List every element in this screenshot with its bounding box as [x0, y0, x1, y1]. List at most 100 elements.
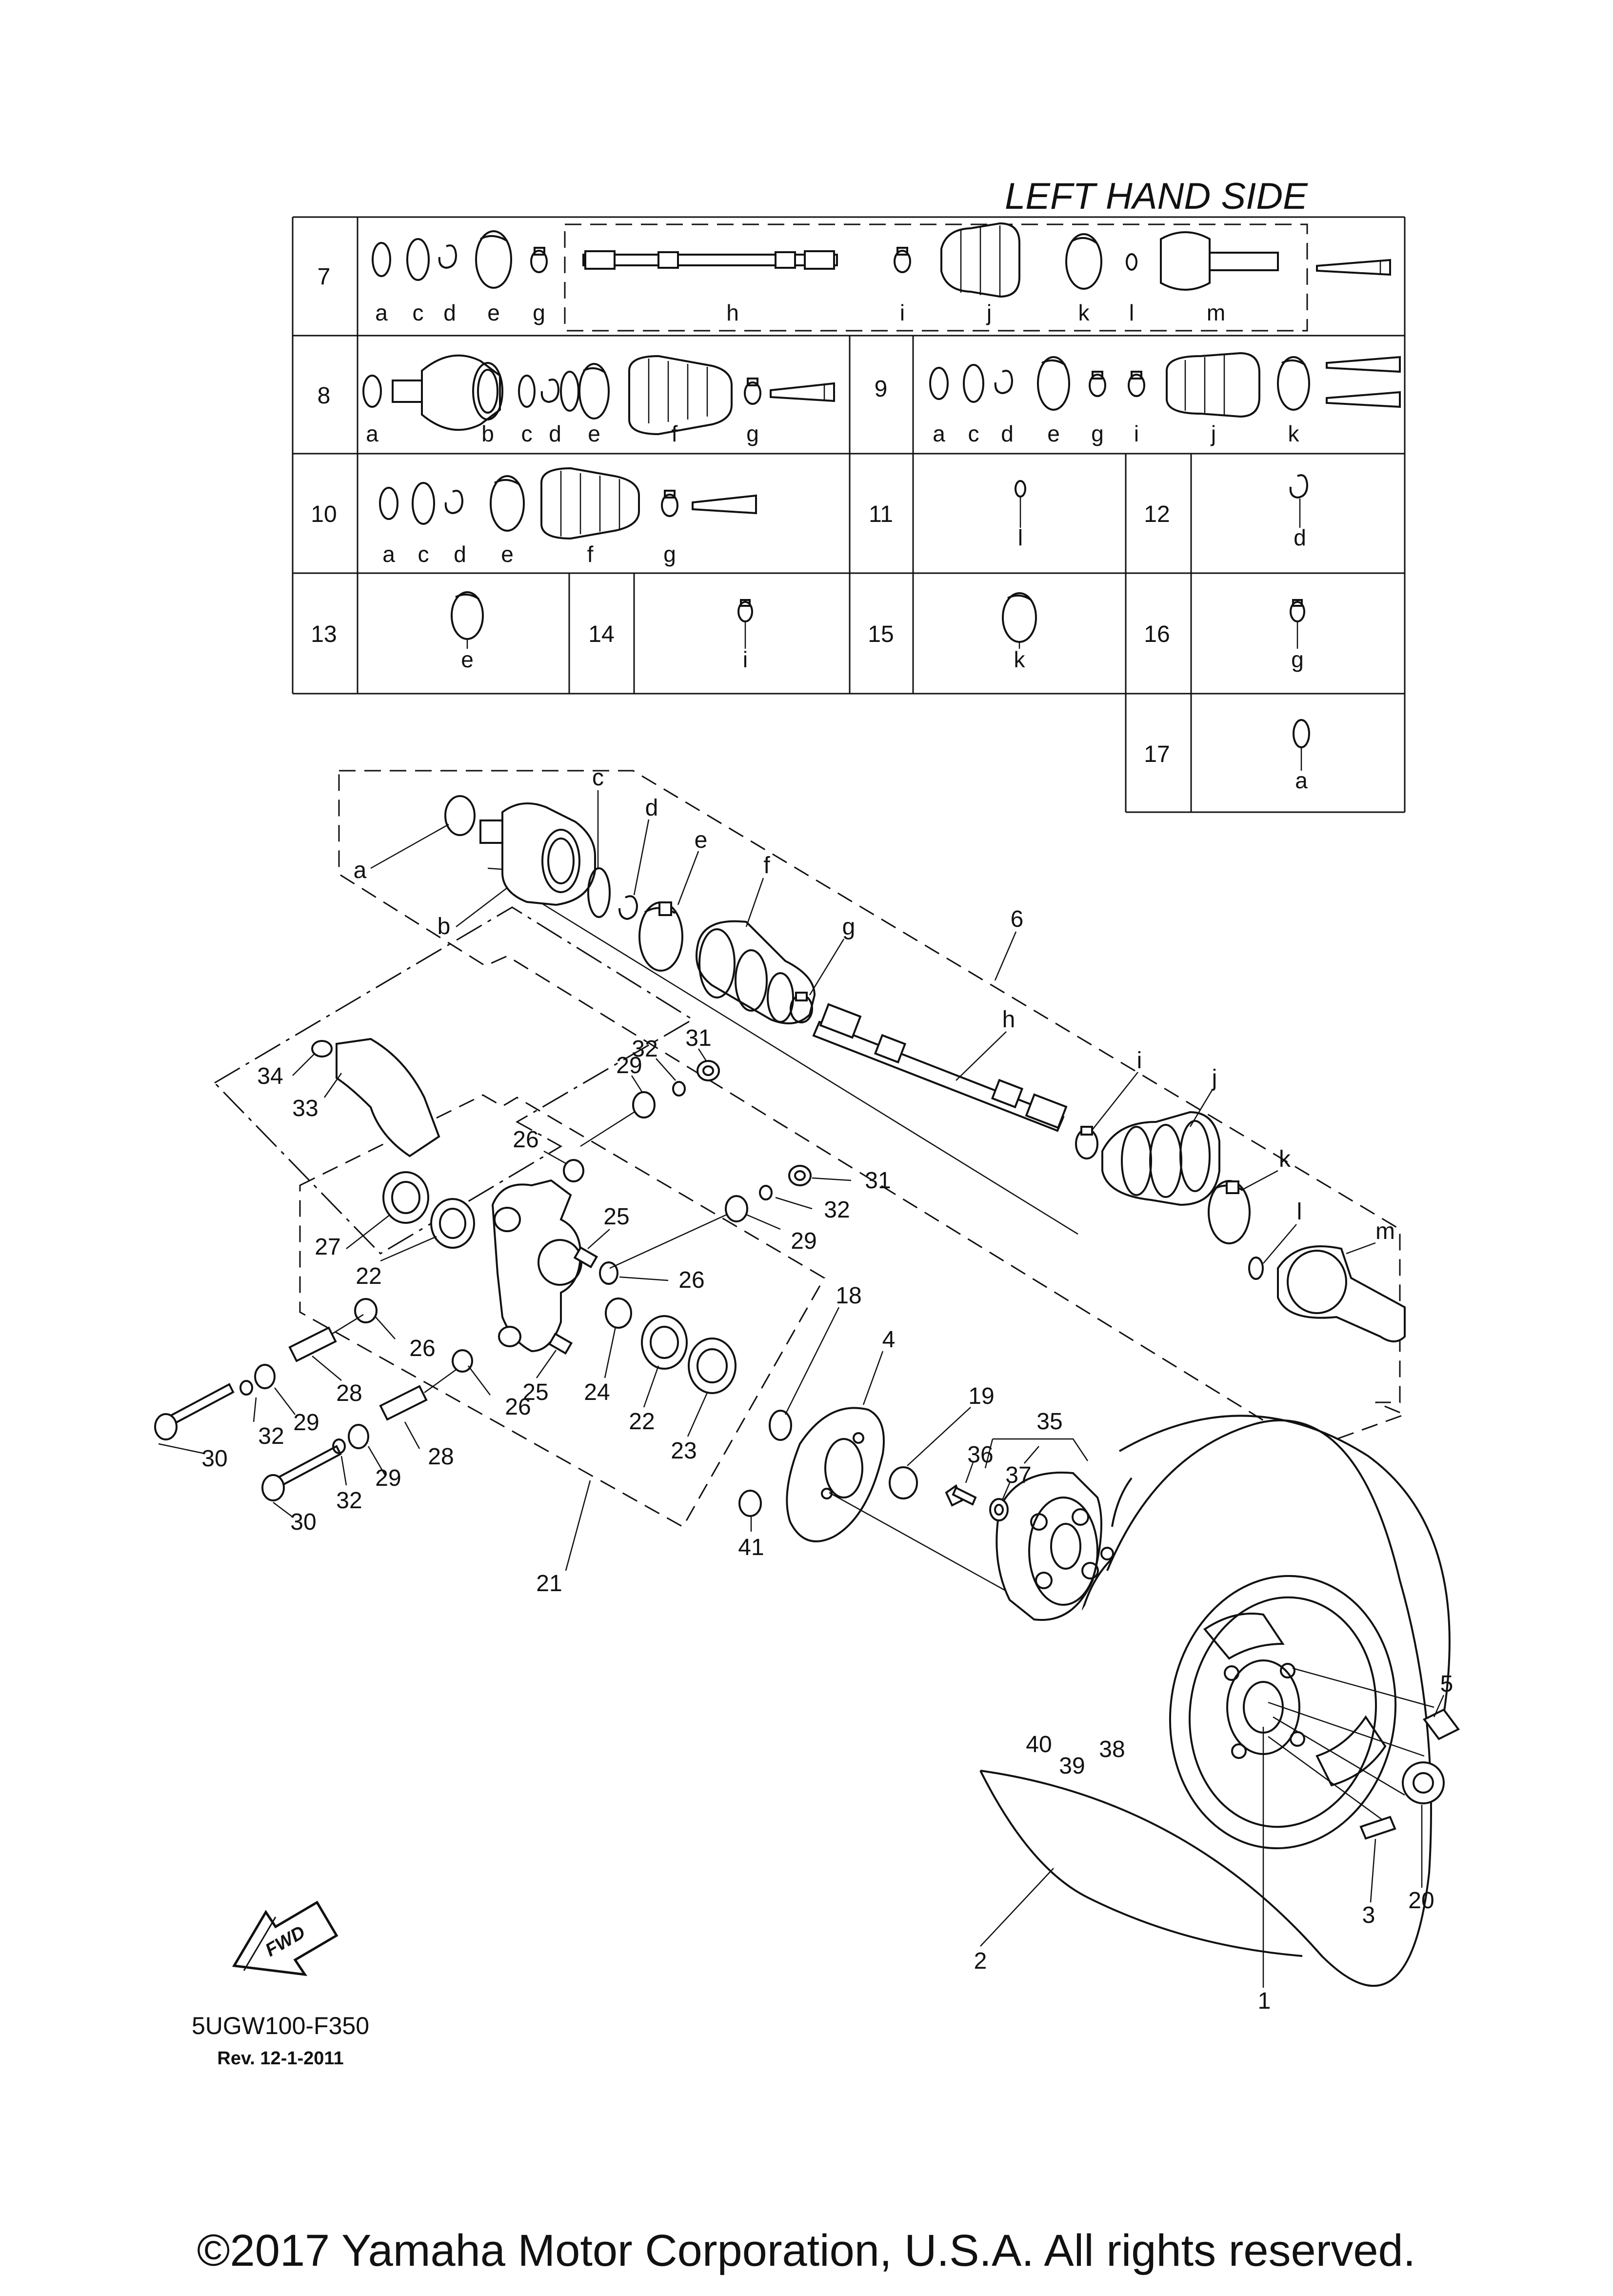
- table-row-8-letter-c: c: [521, 421, 533, 446]
- callout-j: j: [1211, 1065, 1217, 1091]
- callout-h: h: [1002, 1007, 1016, 1033]
- table-row-13-letter-e: e: [461, 647, 474, 672]
- callout-27: 27: [315, 1234, 340, 1260]
- copyright-notice: ©2017 Yamaha Motor Corporation, U.S.A. A…: [197, 2226, 1415, 2276]
- table-row-9-letter-k: k: [1288, 421, 1300, 446]
- table-row-10-parts: [379, 467, 757, 540]
- callout-32-left: 32: [258, 1423, 284, 1449]
- callout-m: m: [1375, 1218, 1395, 1244]
- callout-i: i: [1137, 1048, 1142, 1074]
- table-row-7-letter-g: g: [533, 300, 545, 325]
- table-row-16-letter-g: g: [1291, 647, 1304, 672]
- kit-table: 7 8 9 10 11 12 13 14 15 16 17: [292, 216, 1406, 813]
- callout-l: l: [1297, 1199, 1302, 1225]
- callout-a: a: [354, 858, 367, 883]
- table-row-7-letter-k: k: [1078, 300, 1090, 325]
- table-row-10-letter-a: a: [382, 541, 395, 567]
- table-row-12-number: 12: [1144, 501, 1170, 527]
- callout-labels: a b c d e f g h i j k l m 1 2 3 4 5 6 18…: [201, 765, 1453, 2014]
- table-row-7-parts: [372, 222, 1391, 332]
- callout-20: 20: [1408, 1888, 1434, 1914]
- callout-30-bottom: 30: [290, 1509, 316, 1535]
- table-row-7-letter-j: j: [986, 300, 992, 325]
- callout-23: 23: [671, 1438, 697, 1464]
- callout-1: 1: [1258, 1988, 1271, 2014]
- table-row-14-number: 14: [588, 621, 614, 647]
- callout-28-top: 28: [336, 1380, 362, 1406]
- callout-28-bottom: 28: [428, 1444, 454, 1470]
- table-row-8-letter-b: b: [481, 421, 494, 446]
- table-row-9-letter-j: j: [1210, 421, 1216, 446]
- callout-29-bottom: 29: [375, 1465, 401, 1491]
- table-row-7-letter-h: h: [726, 300, 739, 325]
- table-row-9-letter-a: a: [933, 421, 945, 446]
- callout-26-right: 26: [678, 1267, 704, 1293]
- callout-e: e: [695, 827, 708, 853]
- table-small-parts: [451, 474, 1310, 771]
- callout-5: 5: [1440, 1671, 1454, 1697]
- revision-date: Rev. 12-1-2011: [217, 2048, 343, 2069]
- table-row-9-parts: [929, 352, 1401, 418]
- table-row-9-number: 9: [875, 376, 888, 402]
- callout-32-top: 32: [632, 1036, 657, 1062]
- callout-31-right: 31: [865, 1168, 891, 1194]
- table-row-8-letter-g: g: [746, 421, 759, 446]
- table-row-8-parts: [362, 354, 835, 436]
- table-row-8-letter-d: d: [549, 421, 561, 446]
- table-row-10-number: 10: [311, 501, 337, 527]
- table-row-7-letter-a: a: [375, 300, 388, 325]
- table-row-8-letter-f: f: [672, 421, 678, 446]
- table-row-11-number: 11: [869, 501, 893, 527]
- table-row-15-number: 15: [868, 621, 894, 647]
- callout-22-bottom: 22: [629, 1409, 655, 1435]
- table-row-10-letter-e: e: [501, 541, 514, 567]
- table-row-10-letter-d: d: [454, 541, 466, 567]
- callout-c: c: [592, 765, 604, 791]
- callout-32-right: 32: [824, 1197, 850, 1223]
- callout-26-top: 26: [513, 1127, 538, 1153]
- diagram-title: LEFT HAND SIDE: [1005, 176, 1308, 217]
- table-row-14-letter-i: i: [743, 647, 748, 672]
- table-row-8-letter-e: e: [588, 421, 600, 446]
- callout-19: 19: [968, 1383, 994, 1409]
- table-row-10-letter-c: c: [418, 541, 429, 567]
- table-row-9-letter-c: c: [968, 421, 979, 446]
- callout-38: 38: [1099, 1737, 1125, 1762]
- fwd-arrow-icon: FWD: [232, 1900, 339, 1977]
- callout-4: 4: [882, 1327, 896, 1353]
- callout-g: g: [842, 914, 856, 940]
- table-row-7-letter-l: l: [1129, 300, 1134, 325]
- table-row-16-number: 16: [1144, 621, 1170, 647]
- callout-2: 2: [974, 1948, 987, 1974]
- callout-21: 21: [536, 1571, 562, 1597]
- callout-41: 41: [738, 1535, 764, 1560]
- table-row-7-letter-c: c: [413, 300, 424, 325]
- table-row-9-letter-i: i: [1134, 421, 1139, 446]
- callout-3: 3: [1362, 1902, 1375, 1928]
- callout-29-top: 29: [616, 1053, 642, 1078]
- callout-f: f: [763, 853, 770, 878]
- callout-39: 39: [1059, 1753, 1085, 1779]
- callout-36: 36: [967, 1442, 993, 1468]
- callout-d: d: [645, 795, 658, 821]
- table-row-7-number: 7: [318, 264, 331, 290]
- table-row-17-number: 17: [1144, 741, 1170, 767]
- callout-25-bottom: 25: [522, 1379, 548, 1405]
- callout-32-bottom: 32: [336, 1488, 362, 1514]
- table-row-10-letter-g: g: [663, 541, 676, 567]
- callout-26-left: 26: [409, 1336, 435, 1361]
- callout-26-bottom: 26: [505, 1394, 531, 1420]
- callout-24: 24: [584, 1379, 610, 1405]
- callout-k: k: [1279, 1146, 1291, 1172]
- knuckle-assembly: [154, 906, 852, 1571]
- callout-6: 6: [1011, 906, 1024, 932]
- callout-29-left: 29: [293, 1410, 319, 1436]
- callout-25-top: 25: [603, 1204, 629, 1230]
- callout-18: 18: [836, 1283, 861, 1309]
- drive-shaft-assembly: [338, 770, 1407, 1450]
- callout-29-right: 29: [791, 1228, 816, 1254]
- table-row-10-letter-f: f: [587, 541, 594, 567]
- table-row-9-letter-g: g: [1091, 421, 1104, 446]
- callout-30-top: 30: [201, 1446, 227, 1472]
